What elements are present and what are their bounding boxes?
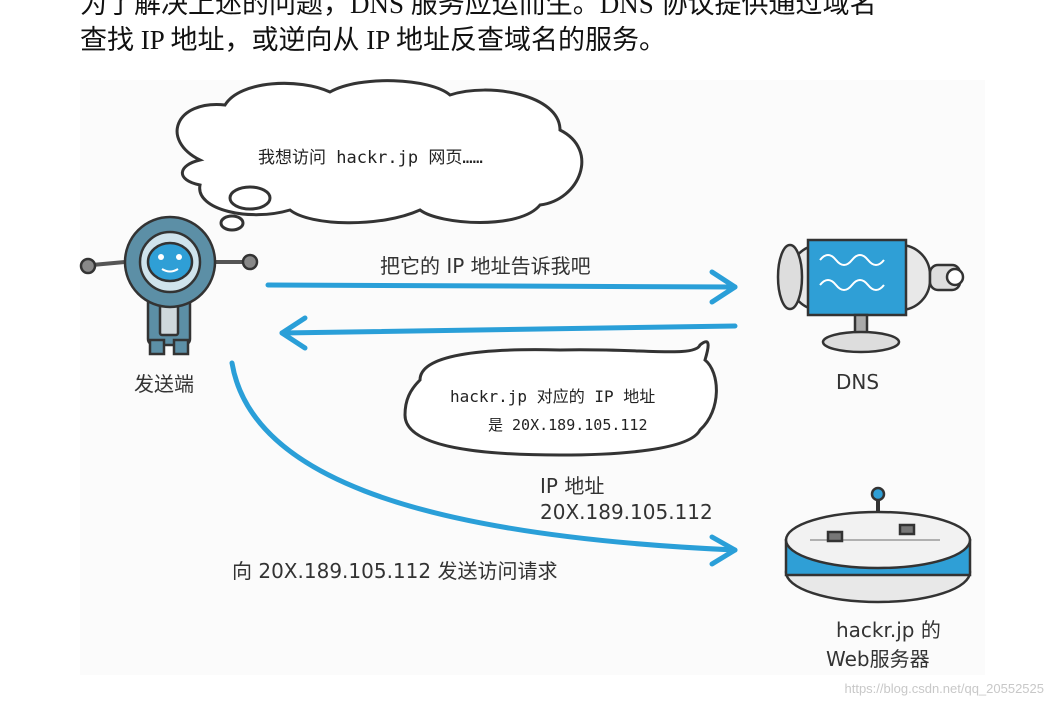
reply-bubble (403, 340, 718, 457)
watermark: https://blog.csdn.net/qq_20552525 (844, 681, 1045, 696)
thought-bubble-text: 我想访问 hackr.jp 网页…… (258, 148, 483, 168)
arrow-from-dns (279, 323, 738, 336)
intro-line-1: 为了解决上述的问题，DNS 服务应运而生。DNS 协议提供通过域名 (80, 0, 877, 19)
web-server-icon (784, 486, 972, 604)
arrow-request-label: 把它的 IP 地址告诉我吧 (380, 254, 591, 278)
access-request-label: 向 20X.189.105.112 发送访问请求 (232, 559, 558, 583)
intro-line-2: 查找 IP 地址，或逆向从 IP 地址反查域名的服务。 (80, 25, 667, 55)
sender-label: 发送端 (134, 372, 194, 396)
reply-bubble-line-1: hackr.jp 对应的 IP 地址 (450, 387, 656, 406)
reply-bubble-line-2: 是 20X.189.105.112 (488, 416, 648, 434)
thought-bubble (175, 79, 584, 232)
arrow-from-dns-head (279, 315, 308, 351)
arrow-to-server (229, 360, 738, 553)
ip-caption-line-1: IP 地址 (540, 474, 605, 498)
server-label-line-1: hackr.jp 的 (836, 618, 941, 642)
server-label-line-2: Web服务器 (826, 647, 930, 671)
arrow-to-dns (265, 282, 738, 290)
dns-label: DNS (836, 370, 880, 394)
arrows (229, 269, 738, 567)
dns-server-icon (776, 238, 965, 354)
arrow-to-dns-head (709, 269, 738, 305)
arrow-to-server-head (709, 534, 738, 567)
intro-paragraph: 为了解决上述的问题，DNS 服务应运而生。DNS 协议提供通过域名 查找 IP … (80, 0, 1040, 58)
ip-caption-line-2: 20X.189.105.112 (540, 500, 713, 524)
sender-robot-icon (79, 215, 259, 356)
